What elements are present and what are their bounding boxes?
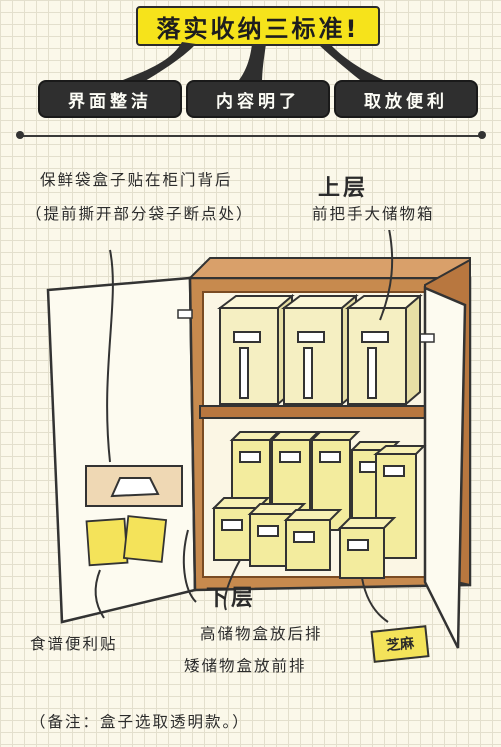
door-arrow [106, 249, 114, 463]
recipe-arrow [94, 569, 105, 619]
standard-pill-1: 界面整洁 [40, 82, 180, 116]
speech-tails [112, 42, 392, 84]
footer-note: （备注：盒子选取透明款。） [30, 713, 250, 731]
door-handle-right [419, 333, 435, 343]
left-door [46, 276, 197, 624]
lower-arrow [182, 529, 197, 603]
sesame-tag: 芝麻 [370, 625, 430, 663]
sesame-arrow [361, 577, 389, 623]
door-note-line2: （提前撕开部分袋子断点处） [26, 205, 254, 223]
upper-box-1 [217, 293, 295, 407]
standard-label: 内容明了 [216, 91, 300, 112]
upper-text: 前把手大储物箱 [312, 205, 435, 223]
standard-pill-3: 取放便利 [336, 82, 476, 116]
upper-box-3 [345, 293, 423, 407]
upper-heading: 上层 [318, 176, 369, 201]
recipe-note-label: 食谱便利贴 [30, 635, 118, 653]
sticky-notes [85, 515, 168, 567]
sesame-label: 芝麻 [385, 635, 415, 655]
upper-box-2 [281, 293, 359, 407]
lower-short-box-3 [283, 509, 343, 571]
cabinet-top [187, 257, 471, 279]
bag-box [85, 465, 183, 507]
right-door-panel [423, 286, 467, 649]
divider-dot-right [478, 131, 486, 139]
middle-shelf [199, 405, 431, 419]
standard-label: 取放便利 [364, 91, 448, 112]
divider [20, 135, 482, 137]
lower-text-2: 矮储物盒放前排 [184, 657, 307, 675]
page-title: 落实收纳三标准! [136, 6, 380, 46]
page-title-text: 落实收纳三标准! [156, 14, 360, 43]
divider-dot-left [16, 131, 24, 139]
lower-short-box-4 [337, 517, 397, 579]
lower-arrow-2 [223, 559, 241, 611]
upper-arrow [379, 230, 394, 321]
lower-heading: 下层 [206, 586, 257, 611]
standard-pill-2: 内容明了 [188, 82, 328, 116]
door-note-line1: 保鲜袋盒子贴在柜门背后 [40, 171, 233, 189]
door-handle-left [177, 309, 193, 319]
cabinet-illustration [46, 230, 472, 649]
lower-text-1: 高储物盒放后排 [200, 625, 323, 643]
standard-label: 界面整洁 [68, 91, 152, 112]
